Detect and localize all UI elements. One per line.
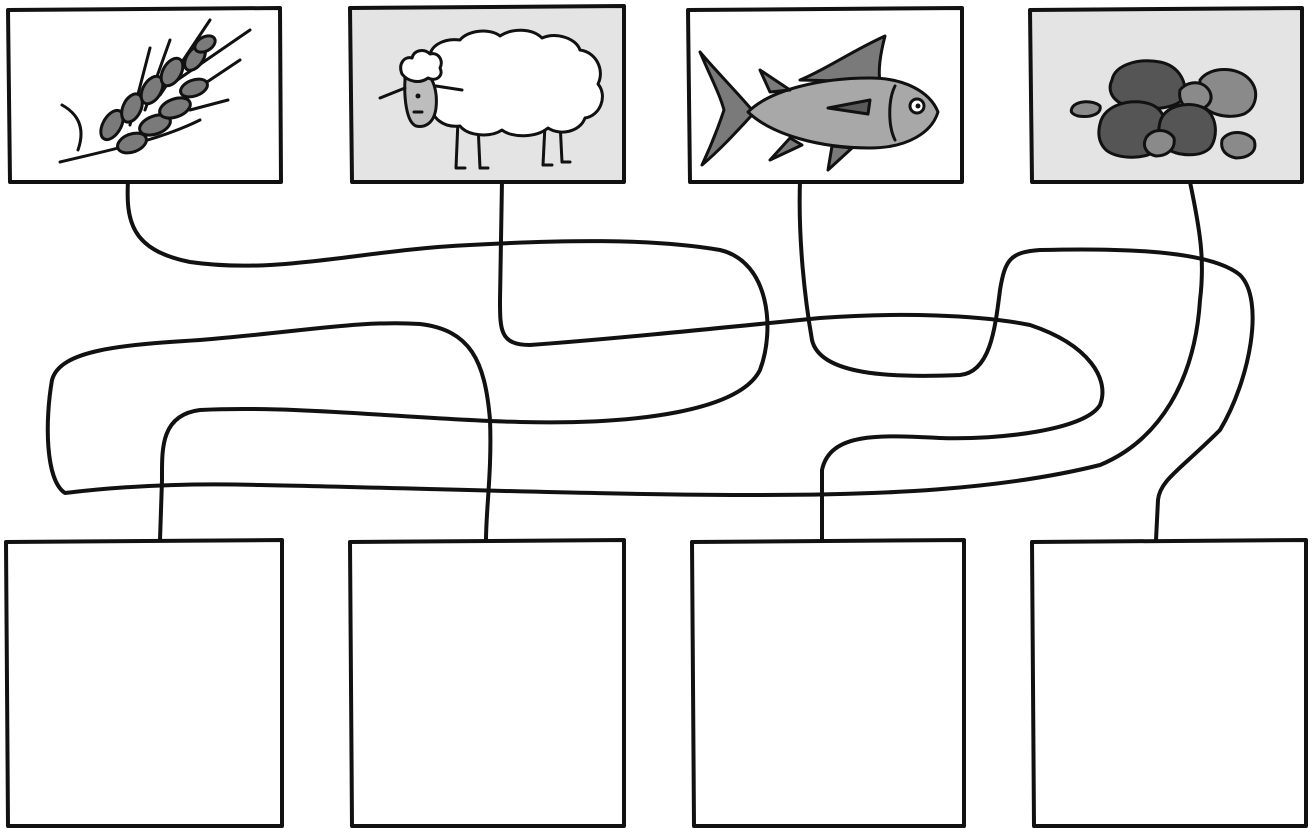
maze-paths	[48, 180, 1253, 540]
top-box-sheep	[350, 6, 624, 182]
top-box-wheat	[8, 8, 281, 182]
answer-box-3	[692, 540, 964, 826]
top-row	[8, 6, 1302, 182]
answer-box-2	[350, 540, 624, 826]
answer-box-4	[1032, 540, 1306, 826]
maze-path-fish	[800, 180, 1253, 540]
bottom-row	[6, 540, 1306, 826]
answer-box-1	[6, 540, 282, 826]
maze-path-rocks	[48, 182, 1202, 540]
top-box-rocks	[1030, 8, 1302, 182]
top-box-fish	[688, 8, 962, 182]
